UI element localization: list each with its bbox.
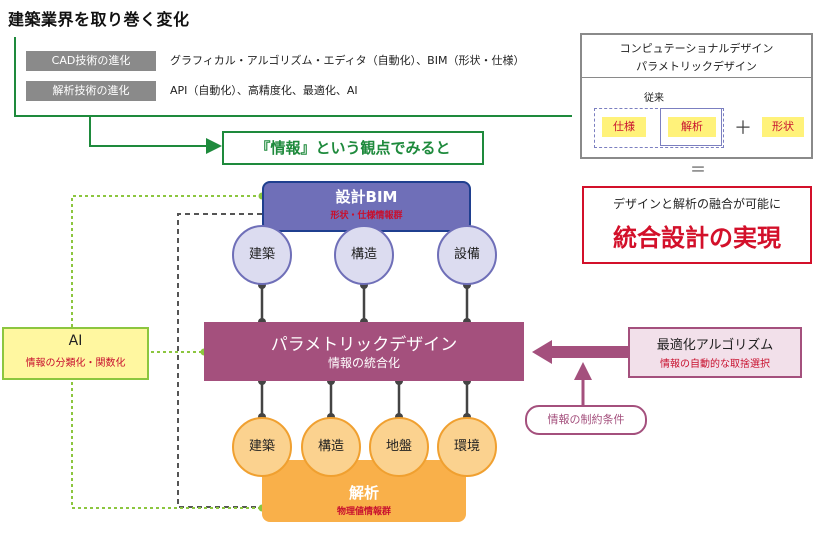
computational-design-box: コンピュテーショナルデザイン パラメトリックデザイン 従来 仕様 解析 ＋ 形状 xyxy=(580,33,813,159)
cad-text: グラフィカル・アルゴリズム・エディタ（自動化）、BIM（形状・仕様） xyxy=(170,54,525,67)
ai-title: AI xyxy=(68,333,83,349)
trend-title: 建築業界を取り巻く変化 xyxy=(8,10,190,29)
bim-node-equipment: 設備 xyxy=(437,225,497,285)
ai-bim-dotted-line xyxy=(71,195,262,327)
integrated-design-heading: 統合設計の実現 xyxy=(613,224,781,252)
shape-label: 形状 xyxy=(762,117,804,137)
bim-node-architecture: 建築 xyxy=(232,225,292,285)
analysis-node-environment: 環境 xyxy=(437,417,497,477)
analysis-label: 解析 xyxy=(668,117,716,137)
optimization-box: 最適化アルゴリズム 情報の自動的な取捨選択 xyxy=(628,327,802,378)
analysis-node-structure: 構造 xyxy=(301,417,361,477)
trend-arrow xyxy=(89,115,222,154)
ai-box: AI 情報の分類化・関数化 xyxy=(2,327,149,380)
fusion-box: デザインと解析の融合が可能に 統合設計の実現 xyxy=(582,186,812,264)
design-bim-title: 設計BIM xyxy=(335,188,398,206)
conventional-dashed-frame xyxy=(594,108,724,148)
cad-tag: CAD技術の進化 xyxy=(26,51,156,71)
parametric-title: パラメトリックデザイン xyxy=(636,60,757,73)
analysis-tech-text: API（自動化）、高精度化、最適化、AI xyxy=(170,84,358,97)
spec-label: 仕様 xyxy=(602,117,646,137)
optimization-title: 最適化アルゴリズム xyxy=(656,338,774,353)
parametric-design-box: パラメトリックデザイン 情報の統合化 xyxy=(204,322,524,381)
parametric-design-subtitle: 情報の統合化 xyxy=(327,356,400,370)
equal-sign: ＝ xyxy=(690,160,707,179)
analysis-node-architecture: 建築 xyxy=(232,417,292,477)
parametric-design-title: パラメトリックデザイン xyxy=(270,335,458,355)
analysis-subtitle: 物理値情報群 xyxy=(336,507,391,517)
plus-sign: ＋ xyxy=(734,118,752,139)
trend-box: CAD技術の進化 グラフィカル・アルゴリズム・エディタ（自動化）、BIM（形状・… xyxy=(14,37,572,117)
optimization-arrow xyxy=(532,340,628,364)
analysis-box: 解析 物理値情報群 xyxy=(262,460,466,522)
optimization-subtitle: 情報の自動的な取捨選択 xyxy=(660,359,770,370)
ai-subtitle: 情報の分類化・関数化 xyxy=(25,358,126,369)
analysis-tech-tag: 解析技術の進化 xyxy=(26,81,156,101)
analysis-title: 解析 xyxy=(348,484,379,502)
design-bim-subtitle: 形状・仕様情報群 xyxy=(330,211,403,221)
analysis-node-connectors xyxy=(260,381,469,419)
conventional-label: 従来 xyxy=(644,93,664,104)
constraint-pill: 情報の制約条件 xyxy=(525,405,647,435)
fusion-caption: デザインと解析の融合が可能に xyxy=(612,197,781,211)
bim-node-structure: 構造 xyxy=(334,225,394,285)
analysis-node-ground: 地盤 xyxy=(369,417,429,477)
divider xyxy=(582,77,811,78)
ai-analysis-dotted-line xyxy=(71,376,262,509)
analysis-solid-frame xyxy=(660,108,722,146)
viewpoint-box: 『情報』という観点でみると xyxy=(222,131,484,165)
computational-title: コンピュテーショナルデザイン xyxy=(619,42,774,55)
bim-analysis-dashed-line xyxy=(177,213,262,508)
